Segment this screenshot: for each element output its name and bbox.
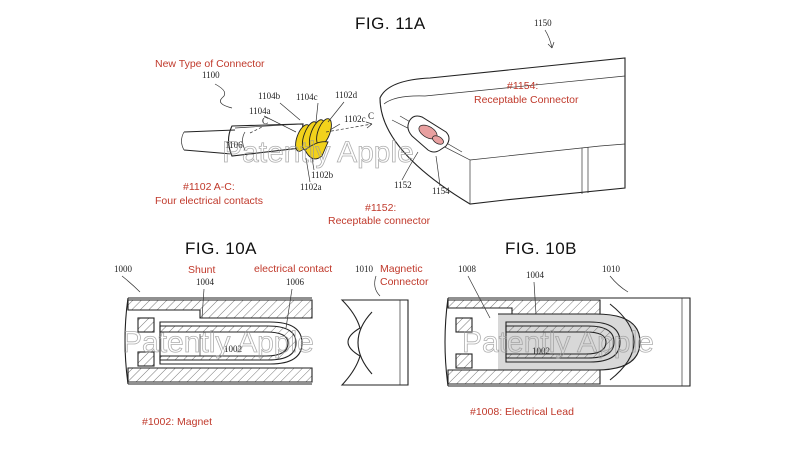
leader-1150 [544, 29, 553, 49]
label-magnet: #1002: Magnet [142, 416, 212, 428]
leader-1000 [121, 275, 141, 293]
leaders-1152-1154 [401, 151, 441, 187]
label-1152-line2: Receptable connector [328, 215, 431, 227]
ref-1106: 1106 [225, 140, 243, 150]
ref-1152: 1152 [394, 180, 412, 190]
receptacle-port [407, 115, 450, 153]
label-1102-line1: #1102 A-C: [183, 181, 235, 193]
fig-10b-title: FIG. 10B [505, 239, 577, 258]
ref-1100: 1100 [202, 70, 220, 80]
ref-1008: 1008 [458, 264, 477, 274]
watermark-right: Patently Apple [462, 326, 654, 359]
leaders-contacts [263, 101, 345, 133]
ref-1104c: 1104c [296, 92, 318, 102]
leader-1004-a [201, 288, 205, 319]
ref-1150: 1150 [534, 18, 552, 28]
leader-1008 [467, 275, 491, 319]
ref-1002-a: 1002 [224, 344, 242, 354]
ref-1006: 1006 [286, 277, 305, 287]
arrow-1150 [547, 41, 555, 49]
ref-c-right: C [368, 111, 374, 121]
label-1154-line1: #1154: [507, 80, 538, 92]
electrical-contacts [295, 118, 332, 160]
fig-11a-title: FIG. 11A [355, 14, 426, 33]
fig-10b-drawing [444, 297, 691, 387]
connector-plug [181, 123, 304, 157]
label-1152-line1: #1152: [365, 202, 396, 214]
ref-1102a: 1102a [300, 182, 322, 192]
ref-1002-b: 1002 [532, 346, 550, 356]
ref-1154: 1154 [432, 186, 450, 196]
label-electrical-lead: #1008: Electrical Lead [470, 406, 574, 418]
section-arrow-left [249, 126, 263, 134]
label-1102-line2: Four electrical contacts [155, 195, 263, 207]
ref-1004-a: 1004 [196, 277, 215, 287]
section-line [325, 123, 373, 133]
watermark-top: Patently Apple [222, 136, 414, 169]
magnetic-connector [340, 299, 409, 386]
label-shunt: Shunt [188, 264, 216, 276]
ref-1010-a: 1010 [355, 264, 374, 274]
ref-1004-b: 1004 [526, 270, 545, 280]
label-magnetic-line2: Connector [380, 276, 429, 288]
ref-c-left: C [262, 116, 268, 126]
leaders-bottom [305, 157, 315, 183]
leader-1006 [285, 288, 293, 329]
label-electrical-contact: electrical contact [254, 263, 332, 275]
ref-1104b: 1104b [258, 91, 281, 101]
ref-1000: 1000 [114, 264, 133, 274]
ref-1010-b: 1010 [602, 264, 621, 274]
ref-1102b: 1102b [311, 170, 334, 180]
leader-1010-a [374, 275, 381, 297]
watermark-left: Patently Apple [122, 326, 314, 359]
label-1154-line2: Receptable Connector [474, 94, 579, 106]
ref-1102c: 1102c [344, 114, 366, 124]
fig-10a-title: FIG. 10A [185, 239, 257, 258]
ref-1104a: 1104a [249, 106, 271, 116]
ref-1102d: 1102d [335, 90, 358, 100]
leader-1100 [214, 83, 233, 109]
section-arrow-right [365, 121, 373, 129]
leader-1010-b [609, 275, 629, 293]
label-magnetic-line1: Magnetic [380, 263, 423, 275]
leader-1004-b [533, 281, 537, 315]
fig-10a-drawing [124, 297, 313, 385]
label-new-connector: New Type of Connector [155, 58, 265, 70]
